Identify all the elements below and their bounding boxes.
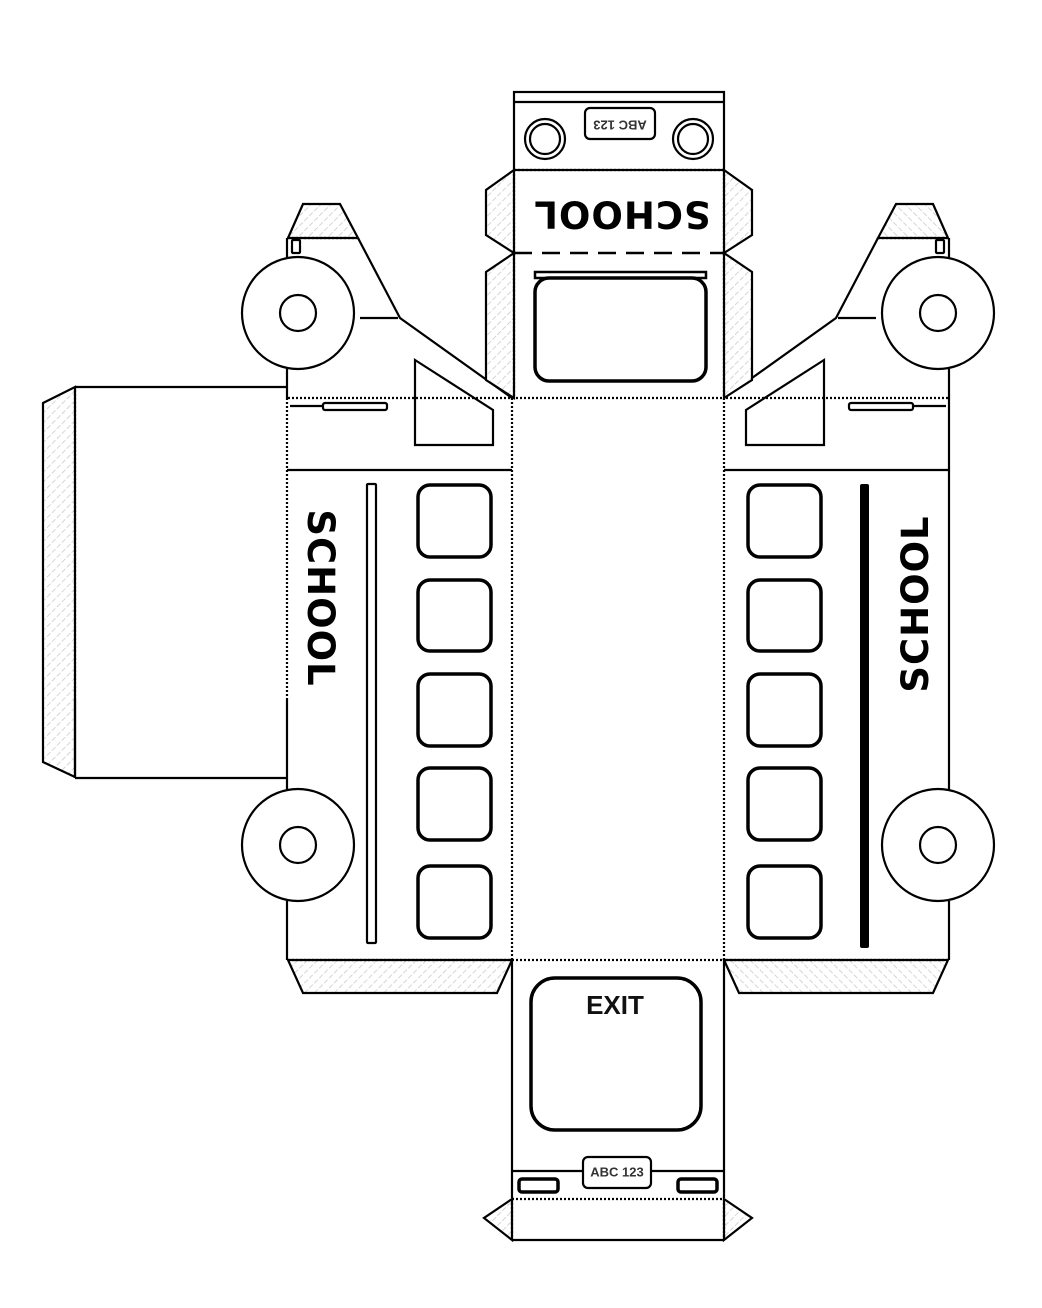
left-side-panel: SCHOOL — [240, 202, 514, 995]
side-label-right: SCHOOL — [894, 515, 937, 692]
tail-light — [517, 1177, 560, 1194]
front-label: SCHOOL — [533, 193, 710, 236]
windshield — [533, 276, 708, 383]
rear-plate — [581, 1155, 653, 1190]
left-flap — [41, 385, 287, 780]
tail-light — [676, 1177, 719, 1194]
roof-panel — [510, 396, 726, 960]
front-plate — [583, 106, 657, 141]
front-panel: ABC 123 SCHOOL — [484, 90, 754, 401]
right-side-panel: SCHOOL — [722, 202, 996, 995]
side-window — [413, 357, 495, 447]
rear-plate-text: ABC 123 — [590, 1164, 643, 1179]
glue-tab — [286, 958, 514, 995]
rear-panel: EXIT ABC 123 — [482, 958, 754, 1243]
side-label-left: SCHOOL — [299, 509, 342, 686]
exit-label: EXIT — [586, 990, 644, 1020]
glue-tab — [41, 385, 77, 779]
rear-door-window — [529, 976, 703, 1132]
wheel — [240, 255, 356, 371]
front-plate-text: ABC 123 — [593, 118, 646, 133]
wheel — [240, 787, 356, 903]
glue-tab — [286, 202, 360, 240]
